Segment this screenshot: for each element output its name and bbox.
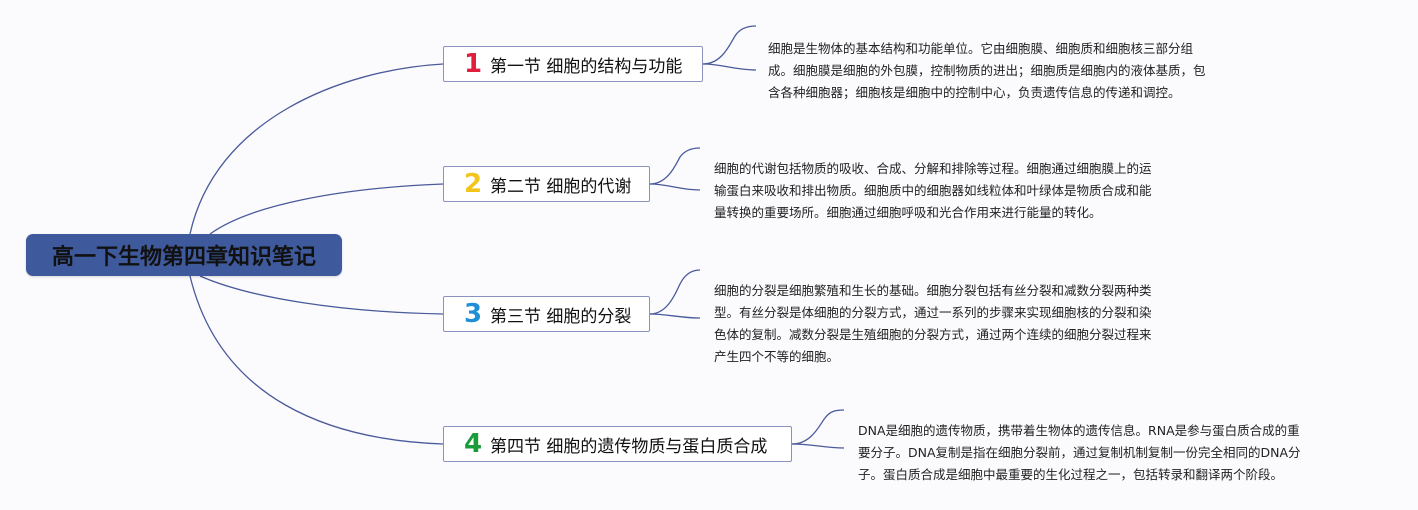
number-4-badge: 4 [463,429,483,459]
description-line: 量转换的重要场所。细胞通过细胞呼吸和光合作用来进行能量的转化。 [714,205,1102,220]
connector-topic-4-desc [791,409,845,445]
topic-4-description: DNA是细胞的遗传物质，携带着生物体的遗传信息。RNA是参与蛋白质合成的重 要分… [858,420,1378,486]
number-1-badge: 1 [463,49,483,79]
connector-topic-3-desc [649,269,701,315]
description-line: DNA是细胞的遗传物质，携带着生物体的遗传信息。RNA是参与蛋白质合成的重 [858,423,1300,438]
description-line: 产生四个不等的细胞。 [714,349,840,364]
topic-1-label: 第一节 细胞的结构与功能 [490,56,683,77]
description-line: 含各种细胞器；细胞核是细胞中的控制中心，负责遗传信息的传递和调控。 [768,85,1181,100]
description-line: 细胞的分裂是细胞繁殖和生长的基础。细胞分裂包括有丝分裂和减数分裂两种类 [714,283,1152,298]
connector-topic-2-desc [649,147,701,185]
topic-2[interactable]: 2 第二节 细胞的代谢 [443,166,650,202]
description-line: 细胞的代谢包括物质的吸收、合成、分解和排除等过程。细胞通过细胞膜上的运 [714,161,1152,176]
central-topic-title: 高一下生物第四章知识笔记 [51,245,316,270]
topic-3-description: 细胞的分裂是细胞繁殖和生长的基础。细胞分裂包括有丝分裂和减数分裂两种类 型。有丝… [714,280,1214,368]
description-line: 色体的复制。减数分裂是生殖细胞的分裂方式，通过两个连续的细胞分裂过程来 [714,327,1152,342]
topic-4-label: 第四节 细胞的遗传物质与蛋白质合成 [490,436,768,457]
description-line: 子。蛋白质合成是细胞中最重要的生化过程之一，包括转录和翻译两个阶段。 [858,467,1284,482]
connector-root-topic-4 [189,275,444,445]
central-topic[interactable]: 高一下生物第四章知识笔记 [26,234,342,276]
description-line: 要分子。DNA复制是指在细胞分裂前，通过复制机制复制一份完全相同的DNA分 [858,445,1301,460]
connector-root-topic-1 [189,63,444,235]
topic-3-label: 第三节 细胞的分裂 [490,306,632,327]
description-line: 型。有丝分裂是体细胞的分裂方式，通过一系列的步骤来实现细胞核的分裂和染 [714,305,1152,320]
connector-topic-1-desc [702,25,757,65]
description-line: 输蛋白来吸收和排出物质。细胞质中的细胞器如线粒体和叶绿体是物质合成和能 [714,183,1152,198]
description-line: 细胞是生物体的基本结构和功能单位。它由细胞膜、细胞质和细胞核三部分组 [768,41,1194,56]
topic-4[interactable]: 4 第四节 细胞的遗传物质与蛋白质合成 [443,426,792,462]
topic-1[interactable]: 1 第一节 细胞的结构与功能 [443,46,703,82]
description-line: 成。细胞膜是细胞的外包膜，控制物质的进出；细胞质是细胞内的液体基质，包 [768,63,1206,78]
connector-root-topic-2 [209,183,444,235]
topic-3[interactable]: 3 第三节 细胞的分裂 [443,296,650,332]
number-3-badge: 3 [463,299,483,329]
topic-2-description: 细胞的代谢包括物质的吸收、合成、分解和排除等过程。细胞通过细胞膜上的运 输蛋白来… [714,158,1214,224]
topic-2-label: 第二节 细胞的代谢 [490,176,632,197]
connector-root-topic-3 [199,275,444,315]
number-2-badge: 2 [463,169,483,199]
topic-1-description: 细胞是生物体的基本结构和功能单位。它由细胞膜、细胞质和细胞核三部分组 成。细胞膜… [768,38,1268,104]
